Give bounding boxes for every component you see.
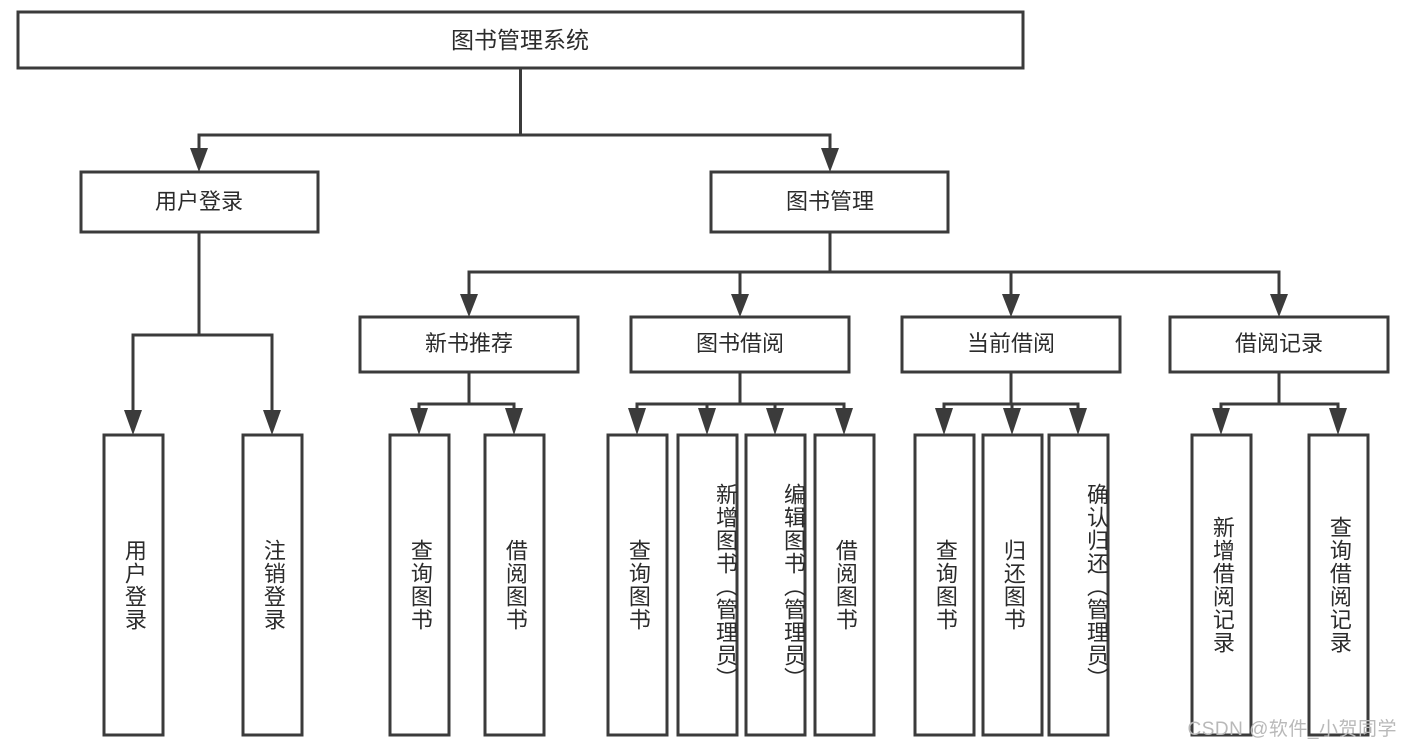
connector-group-borrow-record xyxy=(1212,370,1347,435)
leaf-borrow-book-2-box[interactable] xyxy=(813,433,876,737)
arrow-to-current-borrow xyxy=(1002,294,1020,317)
arrow-to-new-book-recommend xyxy=(460,294,478,317)
node-new-book-recommend-box[interactable] xyxy=(358,315,580,374)
leaf-add-book-box[interactable] xyxy=(676,433,739,737)
arrow-to-leaf-user-logout xyxy=(263,410,281,435)
arrow-to-leaf-query-book-2 xyxy=(628,408,646,435)
leaf-borrow-book-1-box[interactable] xyxy=(483,433,546,737)
arrow-to-book-borrow xyxy=(731,294,749,317)
node-new-book-recommend-label: 新书推荐 xyxy=(425,331,513,356)
arrow-to-leaf-return-book xyxy=(1003,408,1021,435)
arrow-to-leaf-add-book xyxy=(698,408,716,435)
arrow-root-to-book-manage xyxy=(821,148,839,172)
connector-group-book-manage xyxy=(460,230,1288,317)
node-book-manage-label: 图书管理 xyxy=(786,189,874,214)
node-borrow-record[interactable]: 借阅记录 xyxy=(1168,315,1390,374)
node-borrow-record-box[interactable] xyxy=(1168,315,1390,374)
arrow-root-to-user-login xyxy=(190,148,208,172)
leaf-query-book-2-box[interactable] xyxy=(606,433,669,737)
arrow-to-leaf-query-book-3 xyxy=(935,408,953,435)
node-book-borrow[interactable]: 图书借阅 xyxy=(629,315,851,374)
leaf-add-record-box[interactable] xyxy=(1190,433,1253,737)
node-current-borrow-box[interactable] xyxy=(900,315,1122,374)
leaf-query-record-box[interactable] xyxy=(1307,433,1370,737)
node-borrow-record-label: 借阅记录 xyxy=(1235,331,1323,356)
leaf-return-book-box[interactable] xyxy=(981,433,1044,737)
leaf-user-login-box[interactable] xyxy=(102,433,165,737)
node-book-borrow-label: 图书借阅 xyxy=(696,331,784,356)
leaf-query-book-3-box[interactable] xyxy=(913,433,976,737)
arrow-to-borrow-record xyxy=(1270,294,1288,317)
leaf-user-logout-box[interactable] xyxy=(241,433,304,737)
arrow-to-leaf-add-record xyxy=(1212,408,1230,435)
connector-group-root xyxy=(190,66,839,172)
node-user-login-box[interactable] xyxy=(79,170,320,234)
node-root-label: 图书管理系统 xyxy=(451,27,589,53)
leaf-boxes xyxy=(102,433,1370,737)
node-new-book-recommend[interactable]: 新书推荐 xyxy=(358,315,580,374)
node-current-borrow[interactable]: 当前借阅 xyxy=(900,315,1122,374)
arrow-to-leaf-query-record xyxy=(1329,408,1347,435)
node-book-borrow-box[interactable] xyxy=(629,315,851,374)
arrow-to-leaf-edit-book xyxy=(766,408,784,435)
connector-group-book-borrow xyxy=(628,370,853,435)
connector-group-new-book-recommend xyxy=(410,370,523,435)
leaf-edit-book-box[interactable] xyxy=(744,433,807,737)
node-book-manage-box[interactable] xyxy=(709,170,950,234)
arrow-to-leaf-borrow-book-1 xyxy=(505,408,523,435)
connector-group-current-borrow xyxy=(935,370,1087,435)
node-user-login[interactable]: 用户登录 xyxy=(79,170,320,234)
csdn-watermark: CSDN @软件_小贺同学 xyxy=(1187,719,1397,740)
arrow-to-leaf-borrow-book-2 xyxy=(835,408,853,435)
node-user-login-label: 用户登录 xyxy=(155,189,243,214)
node-book-manage[interactable]: 图书管理 xyxy=(709,170,950,234)
connector-group-user-login xyxy=(124,230,281,435)
node-root-box[interactable] xyxy=(16,10,1025,70)
arrow-to-leaf-user-login xyxy=(124,410,142,435)
leaf-query-book-1-box[interactable] xyxy=(388,433,451,737)
node-root[interactable]: 图书管理系统 xyxy=(16,10,1025,70)
node-current-borrow-label: 当前借阅 xyxy=(967,331,1055,356)
arrow-to-leaf-confirm-return xyxy=(1069,408,1087,435)
leaf-confirm-return-box[interactable] xyxy=(1047,433,1110,737)
arrow-to-leaf-query-book-1 xyxy=(410,408,428,435)
